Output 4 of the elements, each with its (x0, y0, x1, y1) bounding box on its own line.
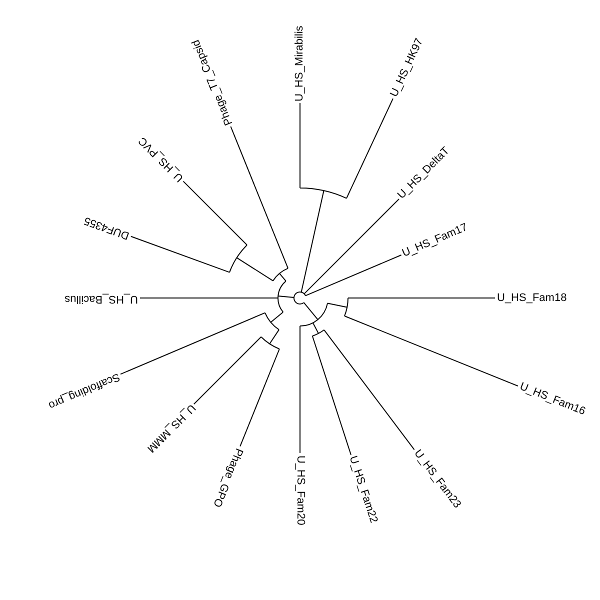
taxon-label: U_HS_Bacillus (64, 292, 138, 304)
taxon-label: U_HS_Mirabilis (294, 25, 306, 101)
taxon-label: U_HS_Fam20 (294, 455, 306, 525)
taxon-label: U_HS_Fam18 (497, 292, 567, 304)
